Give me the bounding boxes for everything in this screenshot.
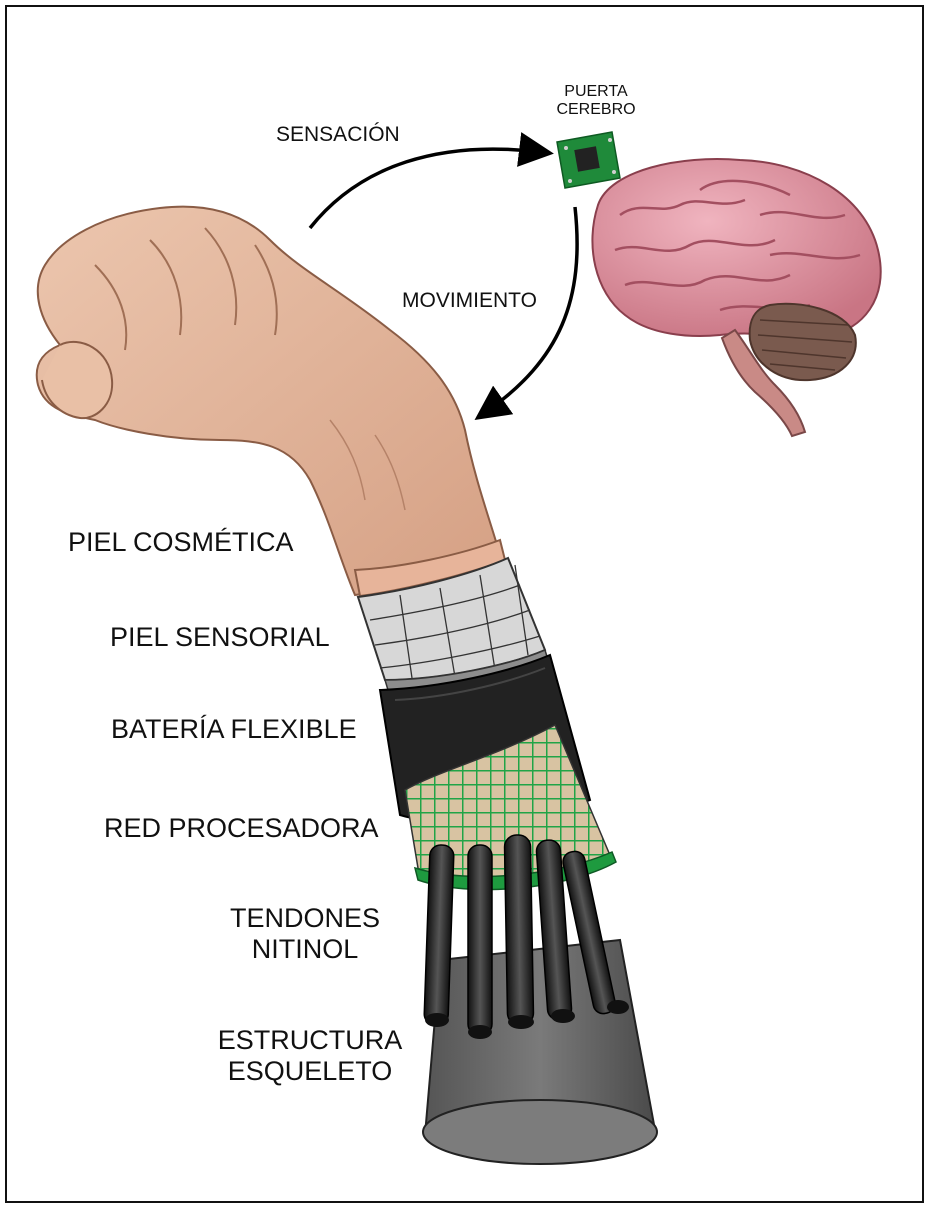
- skeleton-structure-line-1: ESTRUCTURA: [205, 1025, 415, 1056]
- skeleton-structure-layer: [423, 940, 657, 1164]
- brain-gate-line-2: CEREBRO: [546, 101, 646, 119]
- chip-icon: [557, 132, 620, 188]
- sensation-arrow-icon: [310, 149, 540, 228]
- skeleton-structure-label: ESTRUCTURA ESQUELETO: [205, 1025, 415, 1087]
- flexible-battery-label: BATERÍA FLEXIBLE: [111, 714, 357, 745]
- nitinol-tendons-line-2: NITINOL: [220, 934, 390, 965]
- sensory-skin-label: PIEL SENSORIAL: [110, 622, 330, 653]
- processing-network-label: RED PROCESADORA: [104, 813, 379, 844]
- nitinol-tendons-line-1: TENDONES: [220, 903, 390, 934]
- skeleton-structure-line-2: ESQUELETO: [205, 1056, 415, 1087]
- brain-gate-line-1: PUERTA: [546, 83, 646, 101]
- cosmetic-skin-label: PIEL COSMÉTICA: [68, 527, 294, 558]
- brain-illustration: [592, 159, 880, 436]
- nitinol-tendons-label: TENDONES NITINOL: [220, 903, 390, 965]
- sensation-label: SENSACIÓN: [276, 123, 400, 147]
- movement-label: MOVIMIENTO: [402, 289, 537, 313]
- brain-gate-label: PUERTA CEREBRO: [546, 83, 646, 120]
